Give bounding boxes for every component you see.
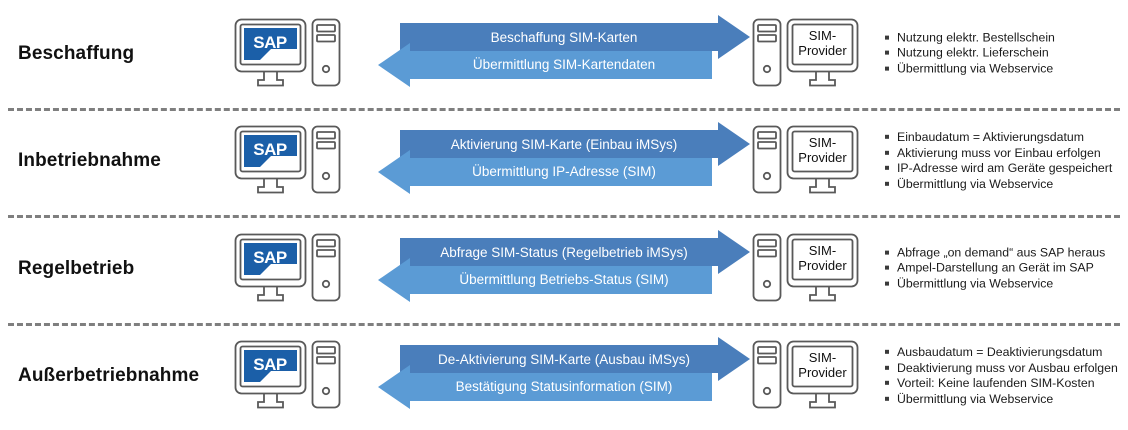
arrow-right-shape [400, 337, 750, 382]
arrow-right-shape [400, 122, 750, 167]
bullet-item: Ausbaudatum = Deaktivierungsdatum [884, 345, 1124, 360]
bullet-item: Übermittlung via Webservice [884, 177, 1124, 192]
sap-computer-icon: SAP [234, 233, 341, 302]
arrow-right-shape [400, 229, 750, 274]
svg-text:SIM-: SIM- [809, 350, 836, 365]
process-row: Regelbetrieb SAP Abfrage SIM-Status (Reg… [0, 215, 1128, 323]
arrow-left-shape [378, 365, 712, 410]
sap-computer-icon: SAP [234, 125, 341, 194]
bullet-item: Übermittlung via Webservice [884, 277, 1124, 292]
arrow-left-label: Übermittlung Betriebs-Status (SIM) [459, 271, 669, 287]
arrow-right-label: Aktivierung SIM-Karte (Einbau iMSys) [450, 137, 678, 153]
svg-text:SIM-: SIM- [809, 135, 836, 150]
bullet-item: Nutzung elektr. Bestellschein [884, 30, 1124, 45]
arrow-right-shape [400, 14, 750, 59]
svg-text:Provider: Provider [798, 365, 847, 380]
svg-text:SAP: SAP [253, 140, 287, 159]
message-arrows: Aktivierung SIM-Karte (Einbau iMSys) Übe… [378, 122, 750, 200]
process-row: Außerbetriebnahme SAP De-Aktivierung SIM… [0, 322, 1128, 430]
bullet-item: Übermittlung via Webservice [884, 62, 1124, 77]
sim-provider-computer-icon: SIM- Provider [752, 340, 859, 409]
svg-text:SAP: SAP [253, 355, 287, 374]
bullet-item: Einbaudatum = Aktivierungsdatum [884, 130, 1124, 145]
message-arrows: Beschaffung SIM-Karten Übermittlung SIM-… [378, 14, 750, 93]
sap-system-node: SAP [234, 124, 342, 198]
sim-provider-computer-icon: SIM- Provider [752, 125, 859, 194]
arrow-left-label: Übermittlung IP-Adresse (SIM) [472, 164, 656, 180]
sim-provider-node: SIM- Provider [752, 232, 862, 306]
sim-provider-node: SIM- Provider [752, 339, 862, 413]
sap-system-node: SAP [234, 339, 342, 413]
svg-text:SIM-: SIM- [809, 243, 836, 258]
sap-system-node: SAP [234, 232, 342, 306]
phase-label: Außerbetriebnahme [18, 365, 200, 387]
sim-provider-node: SIM- Provider [752, 17, 862, 91]
sap-logo: SAP [244, 27, 297, 60]
arrow-right-label: Abfrage SIM-Status (Regelbetrieb iMSys) [440, 244, 688, 260]
message-arrows: Abfrage SIM-Status (Regelbetrieb iMSys) … [378, 229, 750, 308]
bullet-item: Ampel-Darstellung an Gerät im SAP [884, 261, 1124, 276]
svg-text:Provider: Provider [798, 258, 847, 273]
arrow-right-label: De-Aktivierung SIM-Karte (Ausbau iMSys) [437, 352, 691, 368]
phase-label: Regelbetrieb [18, 257, 135, 279]
process-row: Inbetriebnahme SAP Aktivierung SIM-Karte… [0, 107, 1128, 216]
arrow-left-shape [378, 150, 712, 195]
bullet-item: IP-Adresse wird am Geräte gespeichert [884, 161, 1124, 176]
process-row: Beschaffung SAP Beschaffung SIM-Karten Ü… [0, 0, 1128, 108]
sim-provider-node: SIM- Provider [752, 124, 862, 198]
phase-label: Beschaffung [18, 42, 135, 64]
sap-system-node: SAP [234, 17, 342, 91]
row-divider [8, 322, 1120, 326]
sap-logo: SAP [244, 350, 297, 383]
svg-text:SIM-: SIM- [809, 28, 836, 43]
message-arrows: De-Aktivierung SIM-Karte (Ausbau iMSys) … [378, 337, 750, 415]
arrow-left-label: Übermittlung SIM-Kartendaten [472, 56, 656, 72]
sap-computer-icon: SAP [234, 340, 341, 409]
bullet-item: Abfrage „on demand“ aus SAP heraus [884, 245, 1124, 260]
sap-computer-icon: SAP [234, 18, 341, 87]
arrow-left-shape [378, 257, 712, 302]
svg-text:SAP: SAP [253, 33, 287, 52]
row-divider [8, 215, 1120, 218]
svg-text:Provider: Provider [798, 150, 847, 165]
bullet-item: Vorteil: Keine laufenden SIM-Kosten [884, 376, 1124, 391]
sim-provider-computer-icon: SIM- Provider [752, 233, 859, 302]
arrow-right-label: Beschaffung SIM-Karten [490, 29, 638, 45]
phase-label: Inbetriebnahme [18, 150, 161, 172]
row-divider [8, 107, 1120, 111]
arrow-left-label: Bestätigung Statusinformation (SIM) [455, 379, 673, 395]
arrow-left-shape [378, 42, 712, 87]
bullet-item: Übermittlung via Webservice [884, 392, 1124, 407]
sim-provider-computer-icon: SIM- Provider [752, 18, 859, 87]
bullet-item: Deaktivierung muss vor Ausbau erfolgen [884, 361, 1124, 376]
sap-logo: SAP [244, 135, 297, 168]
svg-text:Provider: Provider [798, 43, 847, 58]
svg-text:SAP: SAP [253, 248, 287, 267]
bullet-item: Nutzung elektr. Lieferschein [884, 46, 1124, 61]
sap-logo: SAP [244, 242, 297, 275]
bullet-item: Aktivierung muss vor Einbau erfolgen [884, 146, 1124, 161]
